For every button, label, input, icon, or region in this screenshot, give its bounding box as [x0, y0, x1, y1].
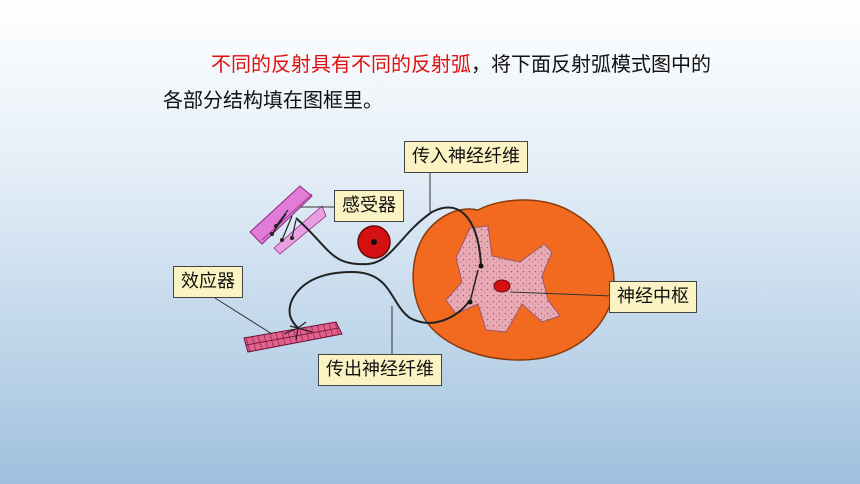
gray-matter	[445, 225, 561, 333]
effector-muscle	[243, 321, 343, 353]
label-receptor: 感受器	[334, 190, 404, 222]
intro-highlight: 不同的反射具有不同的反射弧	[211, 52, 471, 76]
leader-effector	[214, 297, 273, 335]
afferent-nerve	[295, 206, 482, 269]
efferent-nerve	[288, 270, 471, 329]
interneuron	[469, 269, 479, 303]
label-nerve-center: 神经中枢	[609, 281, 697, 313]
central-canal	[493, 279, 511, 293]
receptor-tissue	[249, 185, 327, 255]
intro-text: 不同的反射具有不同的反射弧，将下面反射弧模式图中的各部分结构填在图框里。	[163, 46, 723, 118]
label-efferent-nerve: 传出神经纤维	[318, 354, 442, 386]
leader-center	[509, 291, 613, 297]
label-effector: 效应器	[173, 266, 243, 298]
intro-rest: ，将下面反射弧模式图中的各部分结构填在图框里。	[163, 52, 711, 112]
label-afferent-nerve: 传入神经纤维	[404, 141, 528, 173]
